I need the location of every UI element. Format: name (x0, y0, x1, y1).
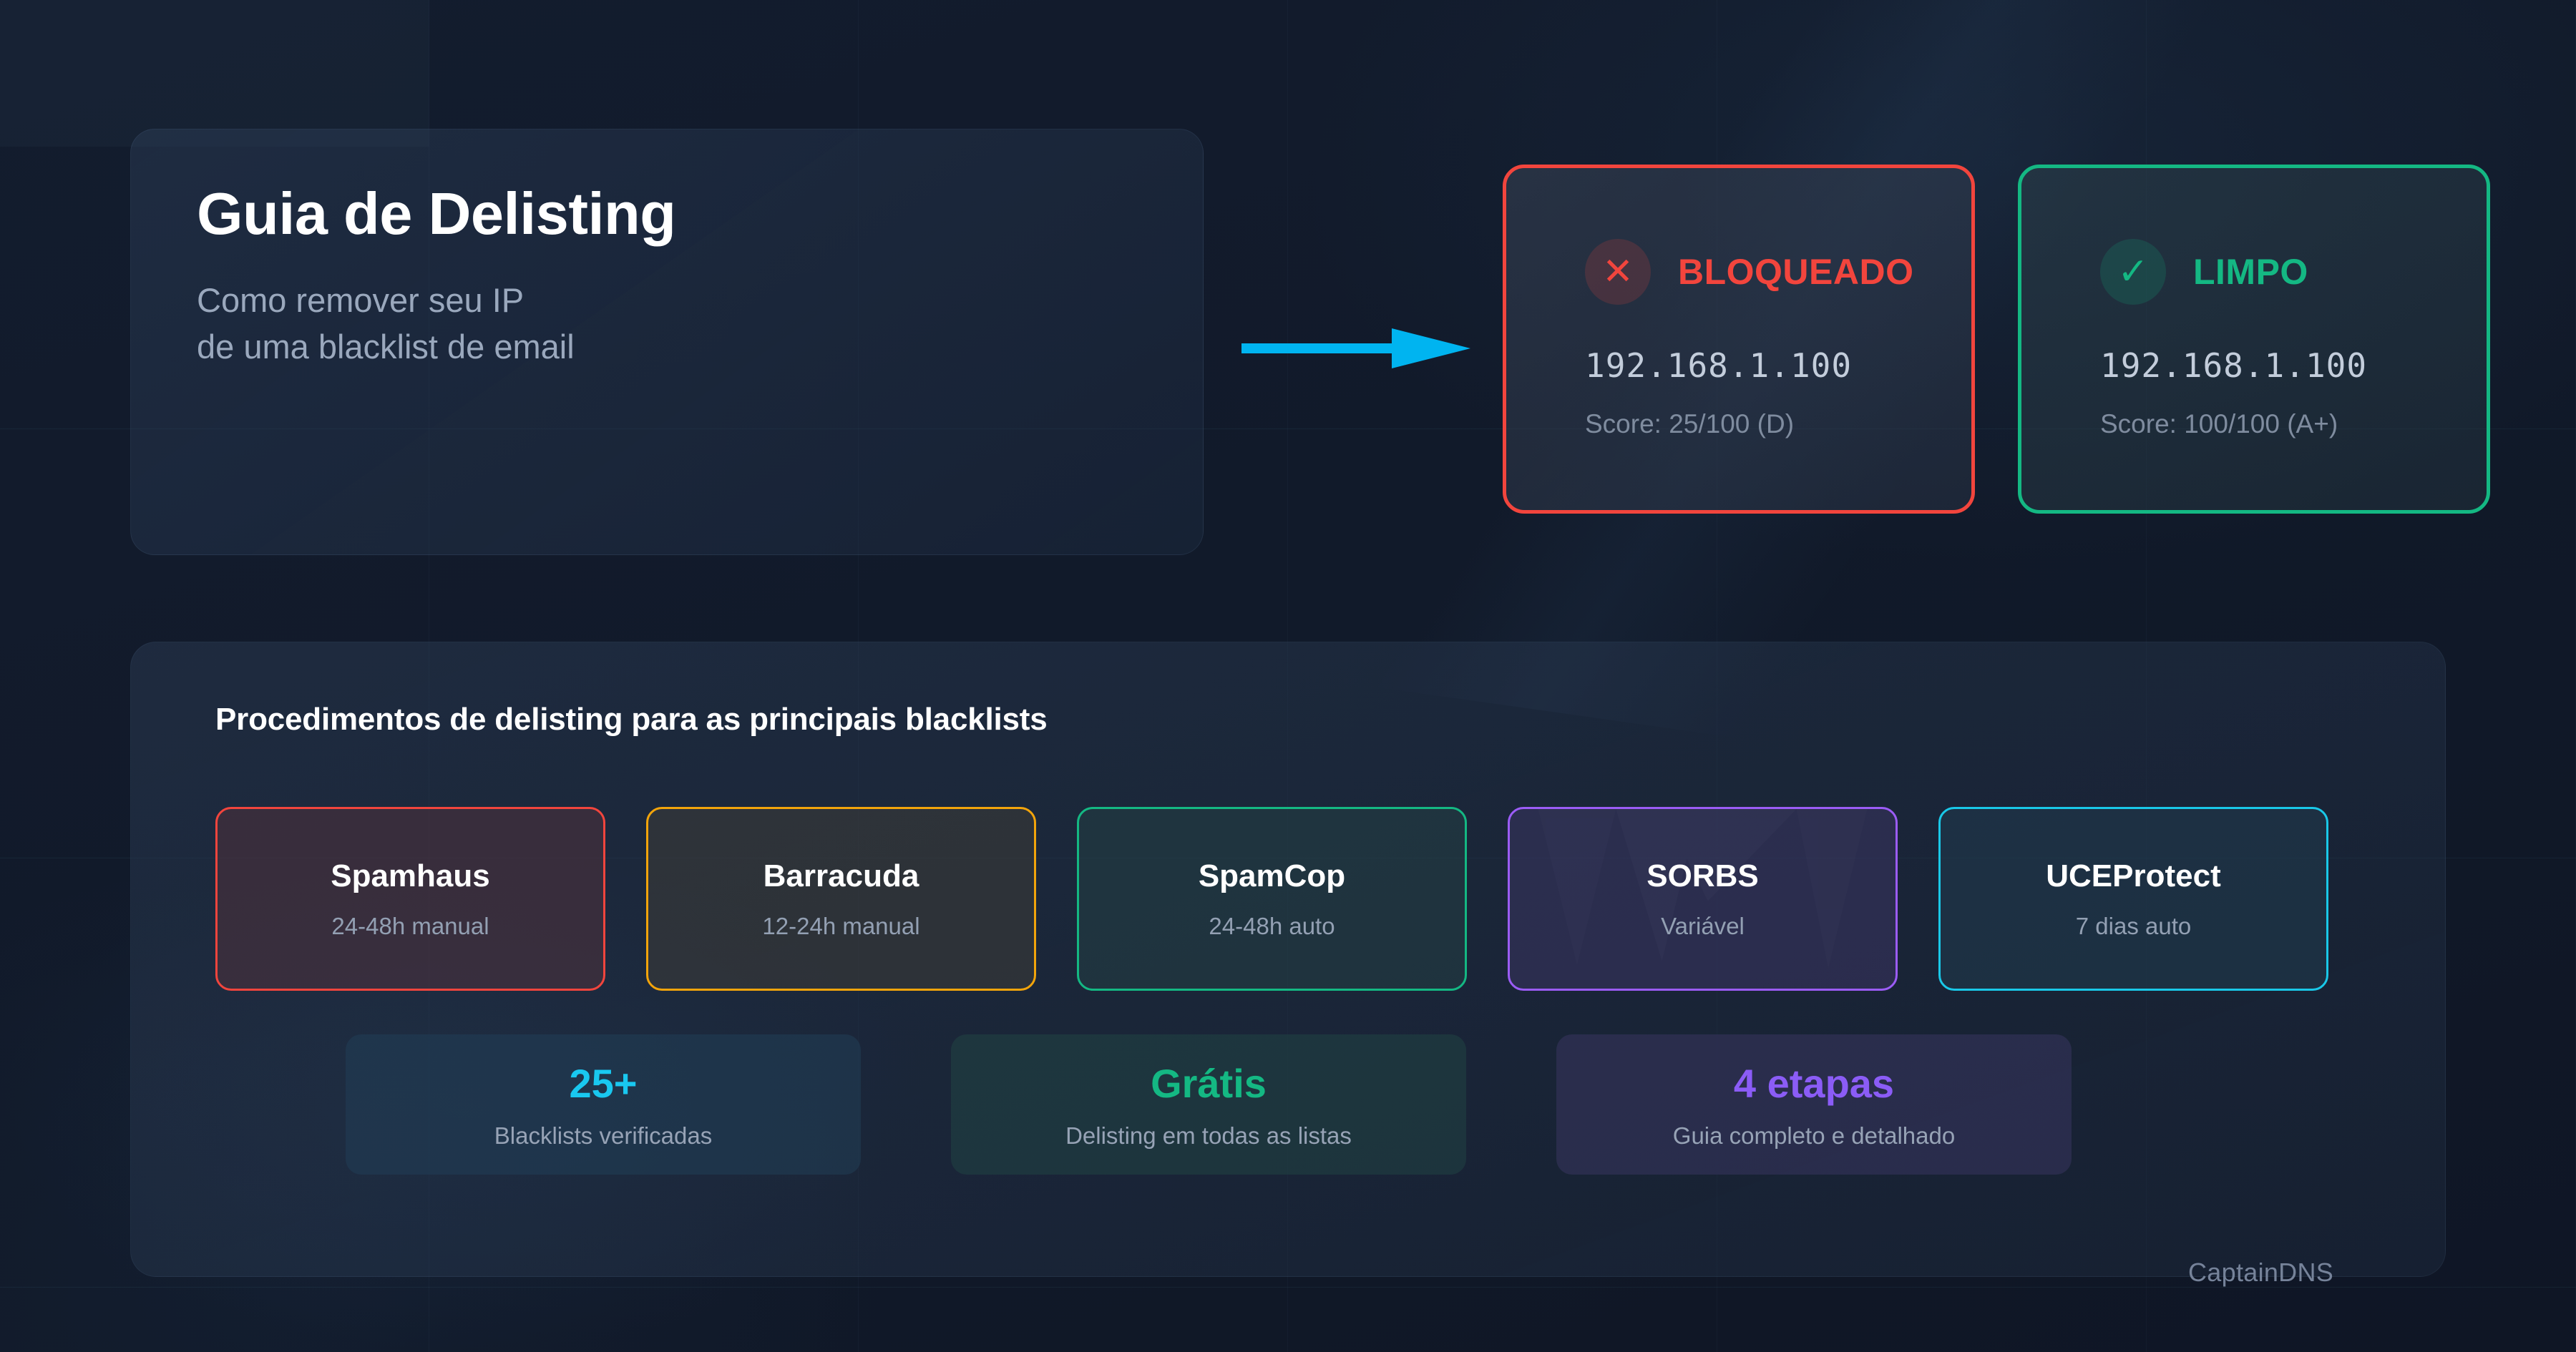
status-badge: LIMPO (2193, 252, 2308, 292)
provider-name: UCEProtect (2046, 858, 2221, 893)
status-ip-address: 192.168.1.100 (2100, 346, 2368, 385)
provider-card-list: Spamhaus 24-48h manual Barracuda 12-24h … (215, 807, 2328, 991)
page-title: Guia de Delisting (197, 180, 676, 247)
provider-name: Spamhaus (331, 858, 490, 893)
status-score: Score: 100/100 (A+) (2100, 409, 2338, 439)
stat-value: 25+ (569, 1060, 638, 1106)
provider-card-spamcop[interactable]: SpamCop 24-48h auto (1077, 807, 1467, 991)
provider-card-barracuda[interactable]: Barracuda 12-24h manual (646, 807, 1036, 991)
page-subtitle-line-2: de uma blacklist de email (197, 327, 575, 366)
provider-name: SORBS (1646, 858, 1759, 893)
provider-name: Barracuda (763, 858, 919, 893)
check-mark-icon: ✓ (2100, 239, 2166, 305)
background-corner-block (0, 0, 429, 147)
stat-card-blacklists: 25+ Blacklists verificadas (346, 1034, 861, 1175)
status-header-clean: ✓ LIMPO (2100, 239, 2487, 305)
panel-heading: Procedimentos de delisting para as princ… (215, 702, 1048, 737)
status-header-blocked: ✕ BLOQUEADO (1585, 239, 1971, 305)
footer-brand: CaptainDNS (2188, 1258, 2334, 1287)
arrow-right-icon (1241, 328, 1470, 368)
page-subtitle-line-1: Como remover seu IP (197, 281, 525, 319)
stat-label: Guia completo e detalhado (1672, 1122, 1956, 1149)
provider-time: 24-48h auto (1209, 912, 1335, 939)
status-score: Score: 25/100 (D) (1585, 409, 1795, 439)
hero-card: Guia de Delisting Como remover seu IP de… (130, 129, 1204, 555)
procedures-panel: Procedimentos de delisting para as princ… (130, 642, 2446, 1277)
status-card-blocked: ✕ BLOQUEADO 192.168.1.100 Score: 25/100 … (1503, 165, 1975, 514)
stat-card-steps: 4 etapas Guia completo e detalhado (1556, 1034, 2072, 1175)
status-ip-address: 192.168.1.100 (1585, 346, 1853, 385)
provider-card-sorbs[interactable]: SORBS Variável (1508, 807, 1898, 991)
provider-time: 12-24h manual (762, 912, 920, 939)
provider-card-uceprotect[interactable]: UCEProtect 7 dias auto (1938, 807, 2328, 991)
provider-card-spamhaus[interactable]: Spamhaus 24-48h manual (215, 807, 605, 991)
stat-label: Blacklists verificadas (494, 1122, 713, 1149)
stat-value: 4 etapas (1733, 1060, 1895, 1106)
zigzag-pattern-icon (1510, 809, 1896, 991)
page-subtitle: Como remover seu IP de uma blacklist de … (197, 278, 1203, 371)
provider-time: Variável (1661, 912, 1745, 939)
x-mark-icon: ✕ (1585, 239, 1651, 305)
stat-value: Grátis (1151, 1060, 1267, 1106)
stat-label: Delisting em todas as listas (1065, 1122, 1352, 1149)
stat-card-price: Grátis Delisting em todas as listas (951, 1034, 1466, 1175)
status-card-clean: ✓ LIMPO 192.168.1.100 Score: 100/100 (A+… (2018, 165, 2490, 514)
provider-time: 7 dias auto (2075, 912, 2192, 939)
provider-name: SpamCop (1198, 858, 1346, 893)
provider-time: 24-48h manual (331, 912, 489, 939)
status-badge: BLOQUEADO (1678, 252, 1914, 292)
stat-card-list: 25+ Blacklists verificadas Grátis Delist… (346, 1034, 2072, 1175)
